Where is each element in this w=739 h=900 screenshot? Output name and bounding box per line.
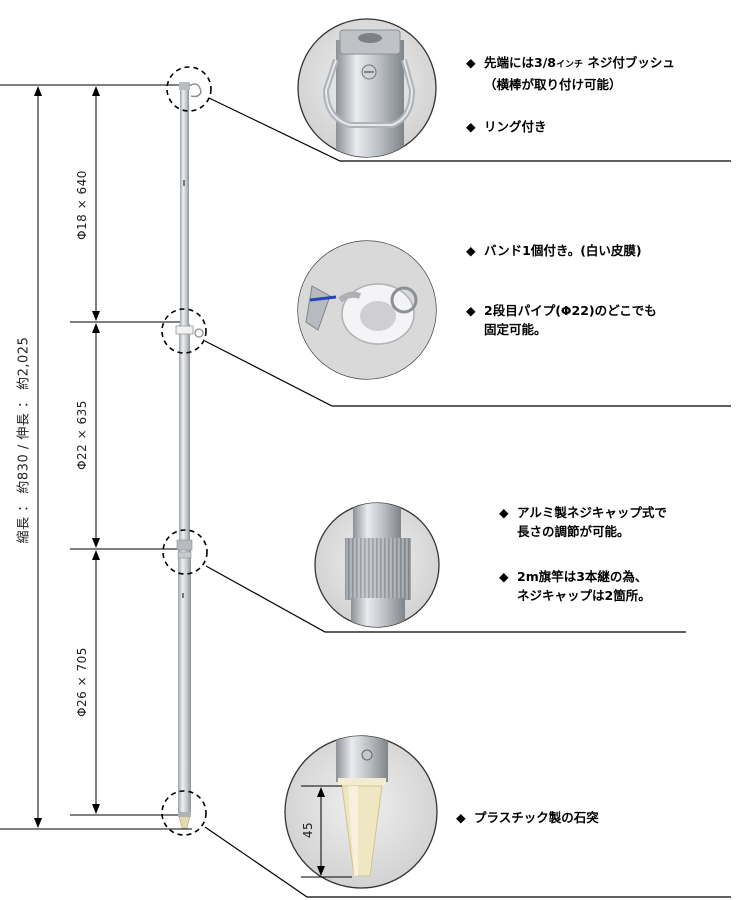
bullet-icon: ◆ bbox=[466, 55, 476, 70]
note-spike: ◆プラスチック製の石突 bbox=[456, 810, 599, 825]
bullet-icon: ◆ bbox=[456, 810, 466, 825]
note-ring: ◆リング付き bbox=[466, 119, 547, 134]
bullet-icon: ◆ bbox=[499, 505, 509, 520]
dimension-arrowheads bbox=[34, 86, 100, 828]
photo-top-bush bbox=[297, 18, 437, 158]
dimension-lines bbox=[0, 84, 192, 830]
note-screw-cap: ◆アルミ製ネジキャップ式で 長さの調節が可能。 bbox=[499, 505, 667, 539]
bullet-icon: ◆ bbox=[466, 119, 476, 134]
bullet-icon: ◆ bbox=[466, 243, 476, 258]
spike-dimension: 45 bbox=[301, 821, 315, 839]
bullet-icon: ◆ bbox=[466, 303, 476, 318]
callout-circles bbox=[161, 66, 212, 836]
note-top-bush: ◆先端には3/8インチ ネジ付ブッシュ （横棒が取り付け可能） bbox=[466, 55, 675, 92]
photo-screw-cap bbox=[314, 502, 440, 628]
section2-dimension: Φ22 × 635 bbox=[75, 400, 89, 470]
note-band-position: ◆2段目パイプ(Φ22)のどこでも 固定可能。 bbox=[466, 303, 657, 337]
total-length-label: 縮長 ： 約830 / 伸長 ： 約2,025 bbox=[16, 336, 32, 544]
note-band: ◆バンド1個付き。(白い皮膜) bbox=[466, 243, 642, 258]
section3-dimension: Φ26 × 705 bbox=[75, 647, 89, 717]
bullet-icon: ◆ bbox=[499, 569, 509, 584]
section1-dimension: Φ18 × 640 bbox=[75, 170, 89, 240]
photo-plastic-spike bbox=[284, 735, 438, 889]
note-three-section: ◆2m旗竿は3本継の為、 ネジキャップは2箇所。 bbox=[499, 569, 651, 603]
leader-lines bbox=[204, 97, 731, 898]
photo-band bbox=[297, 240, 437, 380]
flag-pole bbox=[175, 82, 204, 829]
